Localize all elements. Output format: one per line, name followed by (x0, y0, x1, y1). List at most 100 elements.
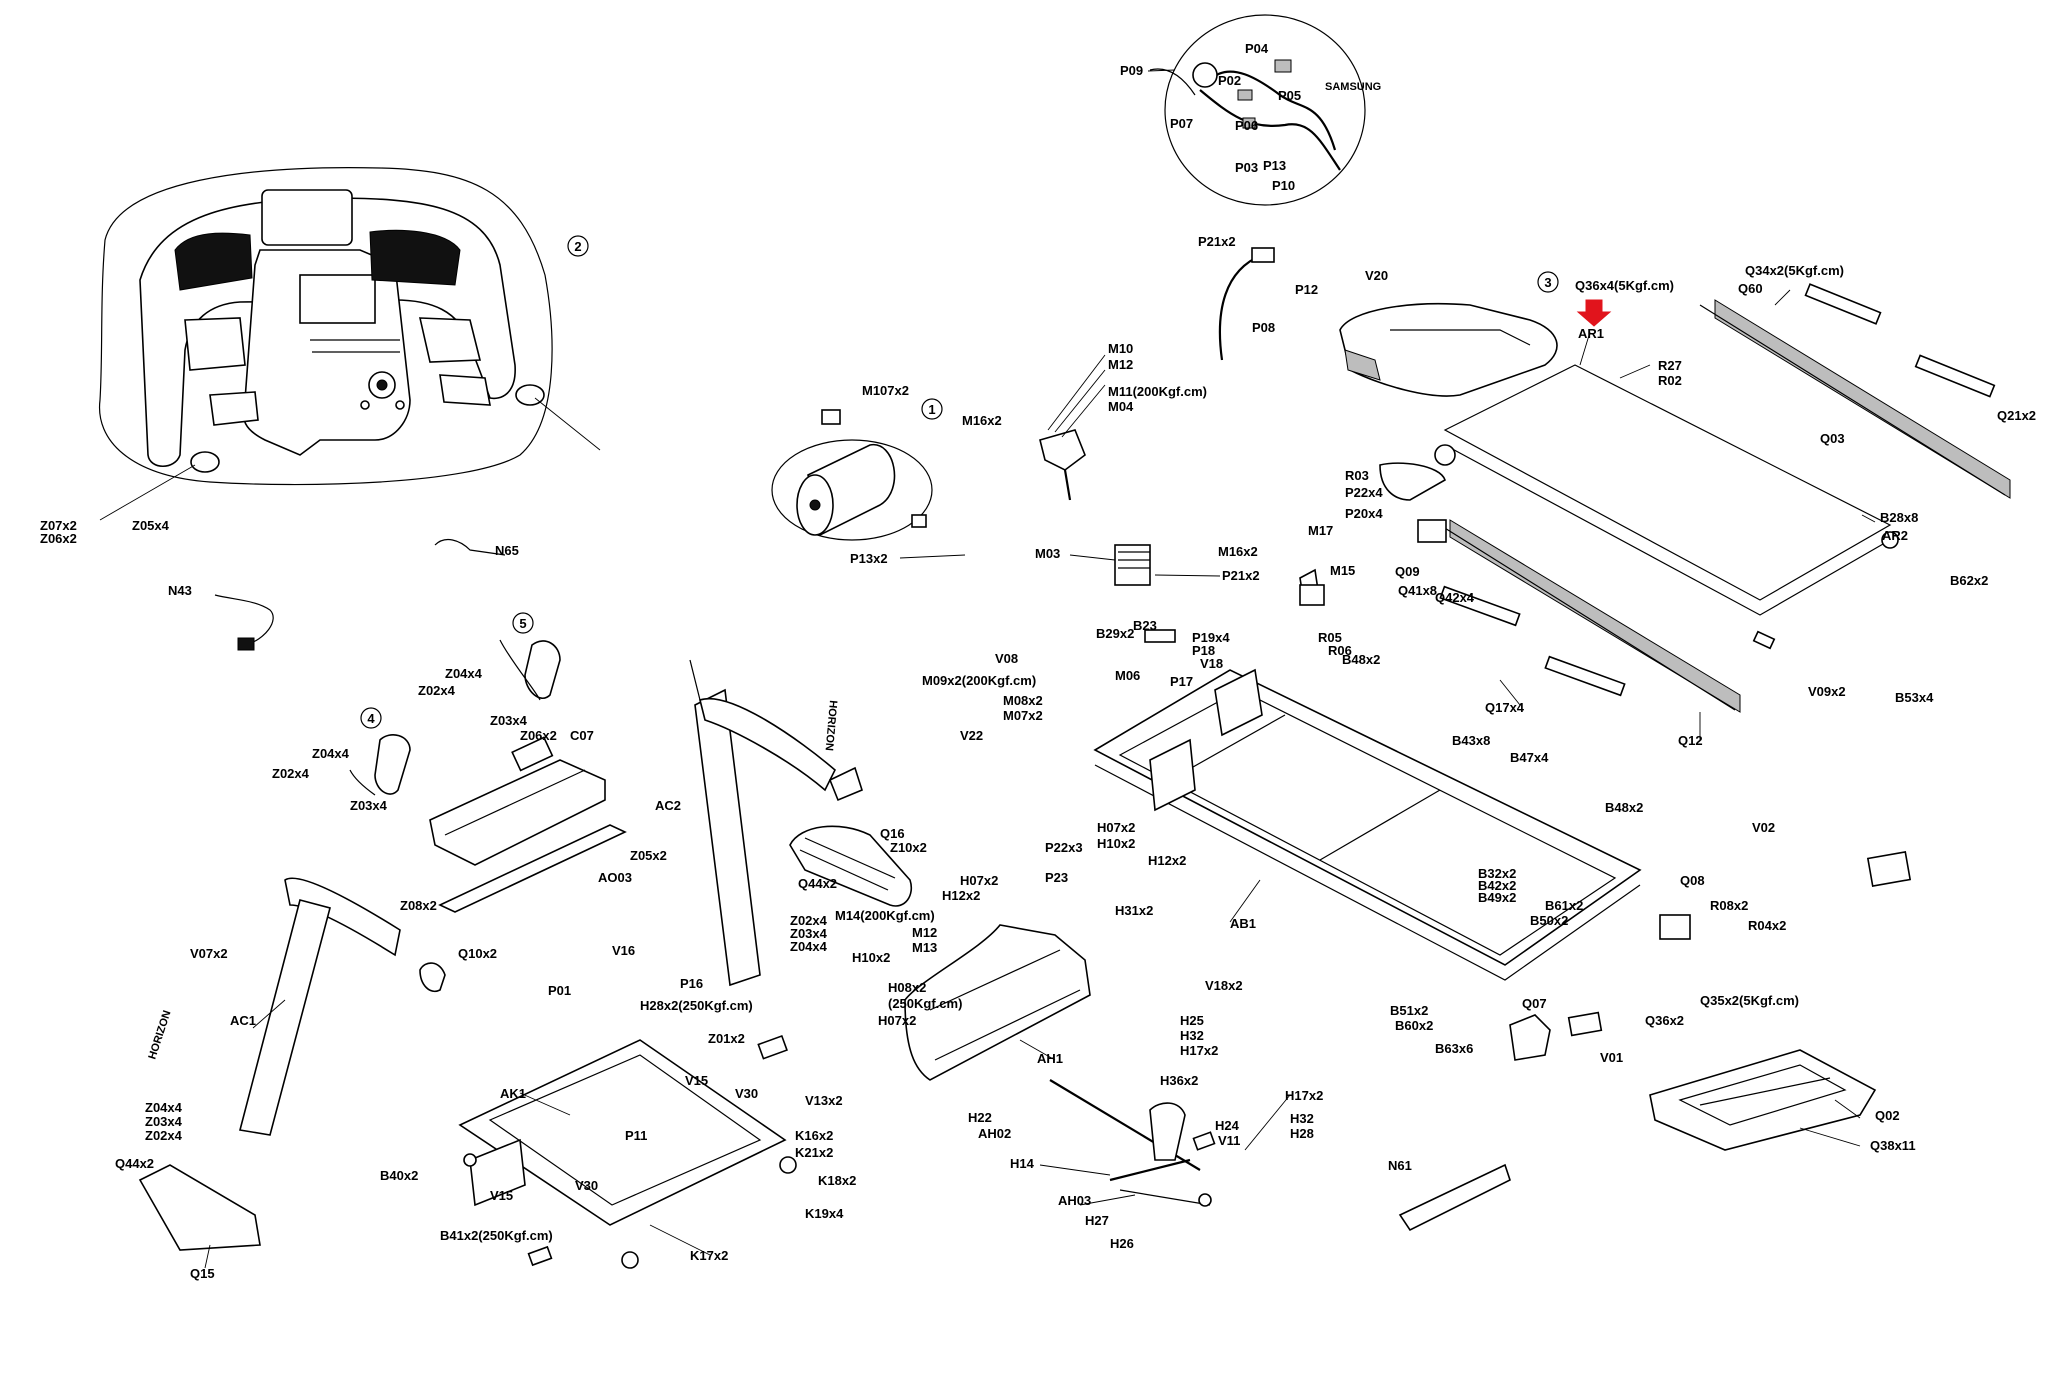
label-m09x2: M09x2(200Kgf.cm) (922, 673, 1036, 688)
label-p22x4: P22x4 (1345, 485, 1383, 500)
label-n61: N61 (1388, 1158, 1412, 1173)
highlight-arrow-icon (1576, 299, 1612, 327)
wire-n65 (434, 538, 506, 556)
deck-frame (1434, 364, 1899, 616)
samsung-label: SAMSUNG (1325, 81, 1381, 93)
label-p06: P06 (1235, 118, 1258, 133)
label-p11: P11 (625, 1128, 647, 1143)
label-k16x2: K16x2 (795, 1128, 833, 1143)
label-b32x2: B32x2 (1478, 866, 1516, 881)
label-h17x2-b: H17x2 (1285, 1088, 1323, 1103)
label-z03x4-c: Z03x4 (790, 926, 828, 941)
label-z03x4-d: Z03x4 (145, 1114, 183, 1129)
callout-1: 1 (928, 402, 935, 417)
label-h32-top: H32 (1180, 1028, 1204, 1043)
label-v11: V11 (1218, 1133, 1240, 1148)
label-m16x2-mid: M16x2 (1218, 544, 1258, 559)
label-p02: P02 (1218, 73, 1241, 88)
base-pan (1649, 1049, 1877, 1151)
label-v30-upper: V30 (735, 1086, 758, 1101)
label-z04x4-c: Z04x4 (790, 939, 828, 954)
cupholder (429, 736, 627, 913)
label-m06: M06 (1115, 668, 1140, 683)
label-q21x2: Q21x2 (1997, 408, 2036, 423)
connector-n43 (237, 637, 255, 651)
label-h08-torque: (250Kgf.cm) (888, 996, 962, 1011)
label-m13: M13 (912, 940, 937, 955)
harness-detail (1149, 14, 1366, 206)
label-q44x2-left: Q44x2 (115, 1156, 154, 1171)
label-q03: Q03 (1820, 431, 1845, 446)
power-cable (1218, 253, 1263, 361)
label-b49x2: B49x2 (1478, 890, 1516, 905)
label-k21x2: K21x2 (795, 1145, 833, 1160)
label-h26: H26 (1110, 1236, 1134, 1251)
label-m04: M04 (1108, 399, 1134, 414)
bracket-q08 (1659, 914, 1691, 940)
label-h07x2-b: H07x2 (960, 873, 998, 888)
label-k19x4: K19x4 (805, 1206, 844, 1221)
label-q16: Q16 (880, 826, 905, 841)
label-h14: H14 (1010, 1156, 1035, 1171)
wire-n43 (214, 594, 274, 646)
grip-texture (799, 837, 896, 891)
label-h10x2-a: H10x2 (1097, 836, 1135, 851)
label-h07x2-c: H07x2 (878, 1013, 916, 1028)
label-z03x4-b: Z03x4 (350, 798, 388, 813)
label-r02: R02 (1658, 373, 1682, 388)
label-p19x4: P19x4 (1192, 630, 1230, 645)
label-ao03: AO03 (598, 870, 632, 885)
label-h25: H25 (1180, 1013, 1204, 1028)
label-z06x2: Z06x2 (40, 531, 77, 546)
label-v15-lower: V15 (490, 1188, 513, 1203)
label-p01: P01 (548, 983, 571, 998)
label-v16: V16 (612, 943, 635, 958)
lift-frame (458, 1039, 797, 1269)
label-z07x2: Z07x2 (40, 518, 77, 533)
label-r27: R27 (1658, 358, 1682, 373)
label-m11: M11(200Kgf.cm) (1108, 384, 1207, 399)
label-v30-lower: V30 (575, 1178, 598, 1193)
label-b42x2: B42x2 (1478, 878, 1516, 893)
label-q35x2: Q35x2(5Kgf.cm) (1700, 993, 1799, 1008)
label-h22: H22 (968, 1110, 992, 1125)
label-ah1: AH1 (1037, 1051, 1063, 1066)
label-ac1: AC1 (230, 1013, 256, 1028)
label-m16x2-top: M16x2 (962, 413, 1002, 428)
label-p21x2-mid: P21x2 (1222, 568, 1260, 583)
label-m03: M03 (1035, 546, 1060, 561)
label-r06: R06 (1328, 643, 1352, 658)
label-b43x8: B43x8 (1452, 733, 1490, 748)
label-b48x2-top: B48x2 (1342, 652, 1380, 667)
label-m12-top: M12 (1108, 357, 1133, 372)
label-z04x4-d: Z04x4 (145, 1100, 183, 1115)
label-q42x4: Q42x4 (1435, 590, 1475, 605)
label-b40x2: B40x2 (380, 1168, 418, 1183)
label-z01x2: Z01x2 (708, 1031, 745, 1046)
label-b50x2-mid: B50x2 (1530, 913, 1568, 928)
label-r04x2: R04x2 (1748, 918, 1786, 933)
label-b48x2-mid: B48x2 (1605, 800, 1643, 815)
label-z02x4-d: Z02x4 (145, 1128, 183, 1143)
label-v09x2: V09x2 (1808, 684, 1846, 699)
label-r05: R05 (1318, 630, 1342, 645)
label-h07x2-a: H07x2 (1097, 820, 1135, 835)
label-h28x2: H28x2(250Kgf.cm) (640, 998, 753, 1013)
label-p16: P16 (680, 976, 703, 991)
label-p04: P04 (1245, 41, 1269, 56)
label-p20x4: P20x4 (1345, 506, 1383, 521)
label-p21x2-top: P21x2 (1198, 234, 1236, 249)
safety-key (1398, 1163, 1511, 1232)
label-b23: B23 (1133, 618, 1157, 633)
label-r08x2: R08x2 (1710, 898, 1748, 913)
label-m08x2: M08x2 (1003, 693, 1043, 708)
upright-right (689, 659, 863, 987)
label-q07: Q07 (1522, 996, 1547, 1011)
label-z02x4-a: Z02x4 (418, 683, 456, 698)
label-v13x2: V13x2 (805, 1093, 843, 1108)
label-h17x2-top: H17x2 (1180, 1043, 1218, 1058)
label-h31x2: H31x2 (1115, 903, 1153, 918)
label-z03x4-a: Z03x4 (490, 713, 528, 728)
label-b28x8: B28x8 (1880, 510, 1918, 525)
